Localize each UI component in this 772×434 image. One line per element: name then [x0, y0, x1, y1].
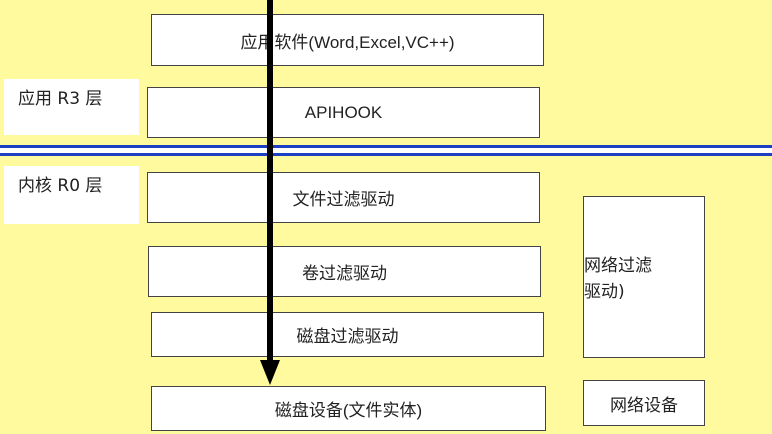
arrow-shaft: [267, 0, 273, 362]
volume-filter-driver-box: 卷过滤驱动: [148, 246, 541, 297]
app-software-box: 应用软件(Word,Excel,VC++): [151, 14, 544, 66]
label-r0-text: 内核 R0 层: [18, 176, 103, 196]
disk-filter-driver-box: 磁盘过滤驱动: [151, 312, 544, 357]
network-filter-driver-box: 网络过滤 驱动): [583, 196, 705, 358]
network-filter-line2: 驱动): [584, 282, 625, 302]
disk-filter-driver-text: 磁盘过滤驱动: [296, 327, 399, 347]
file-filter-driver-text: 文件过滤驱动: [292, 190, 395, 210]
app-software-text: 应用软件(Word,Excel,VC++): [240, 32, 455, 52]
apihook-box: APIHOOK: [147, 87, 540, 138]
network-device-text: 网络设备: [610, 395, 678, 416]
disk-device-box: 磁盘设备(文件实体): [151, 386, 546, 431]
network-device-box: 网络设备: [583, 380, 705, 426]
arrow-head: [260, 360, 280, 385]
disk-device-text: 磁盘设备(文件实体): [274, 401, 423, 420]
label-r0-layer: 内核 R0 层: [4, 166, 139, 224]
r3-r0-divider: [0, 145, 772, 156]
apihook-text: APIHOOK: [304, 102, 383, 122]
file-filter-driver-box: 文件过滤驱动: [147, 172, 540, 223]
network-filter-line1: 网络过滤: [584, 255, 652, 276]
label-r3-text: 应用 R3 层: [18, 89, 103, 109]
label-r3-layer: 应用 R3 层: [4, 79, 139, 135]
volume-filter-driver-text: 卷过滤驱动: [302, 264, 387, 284]
